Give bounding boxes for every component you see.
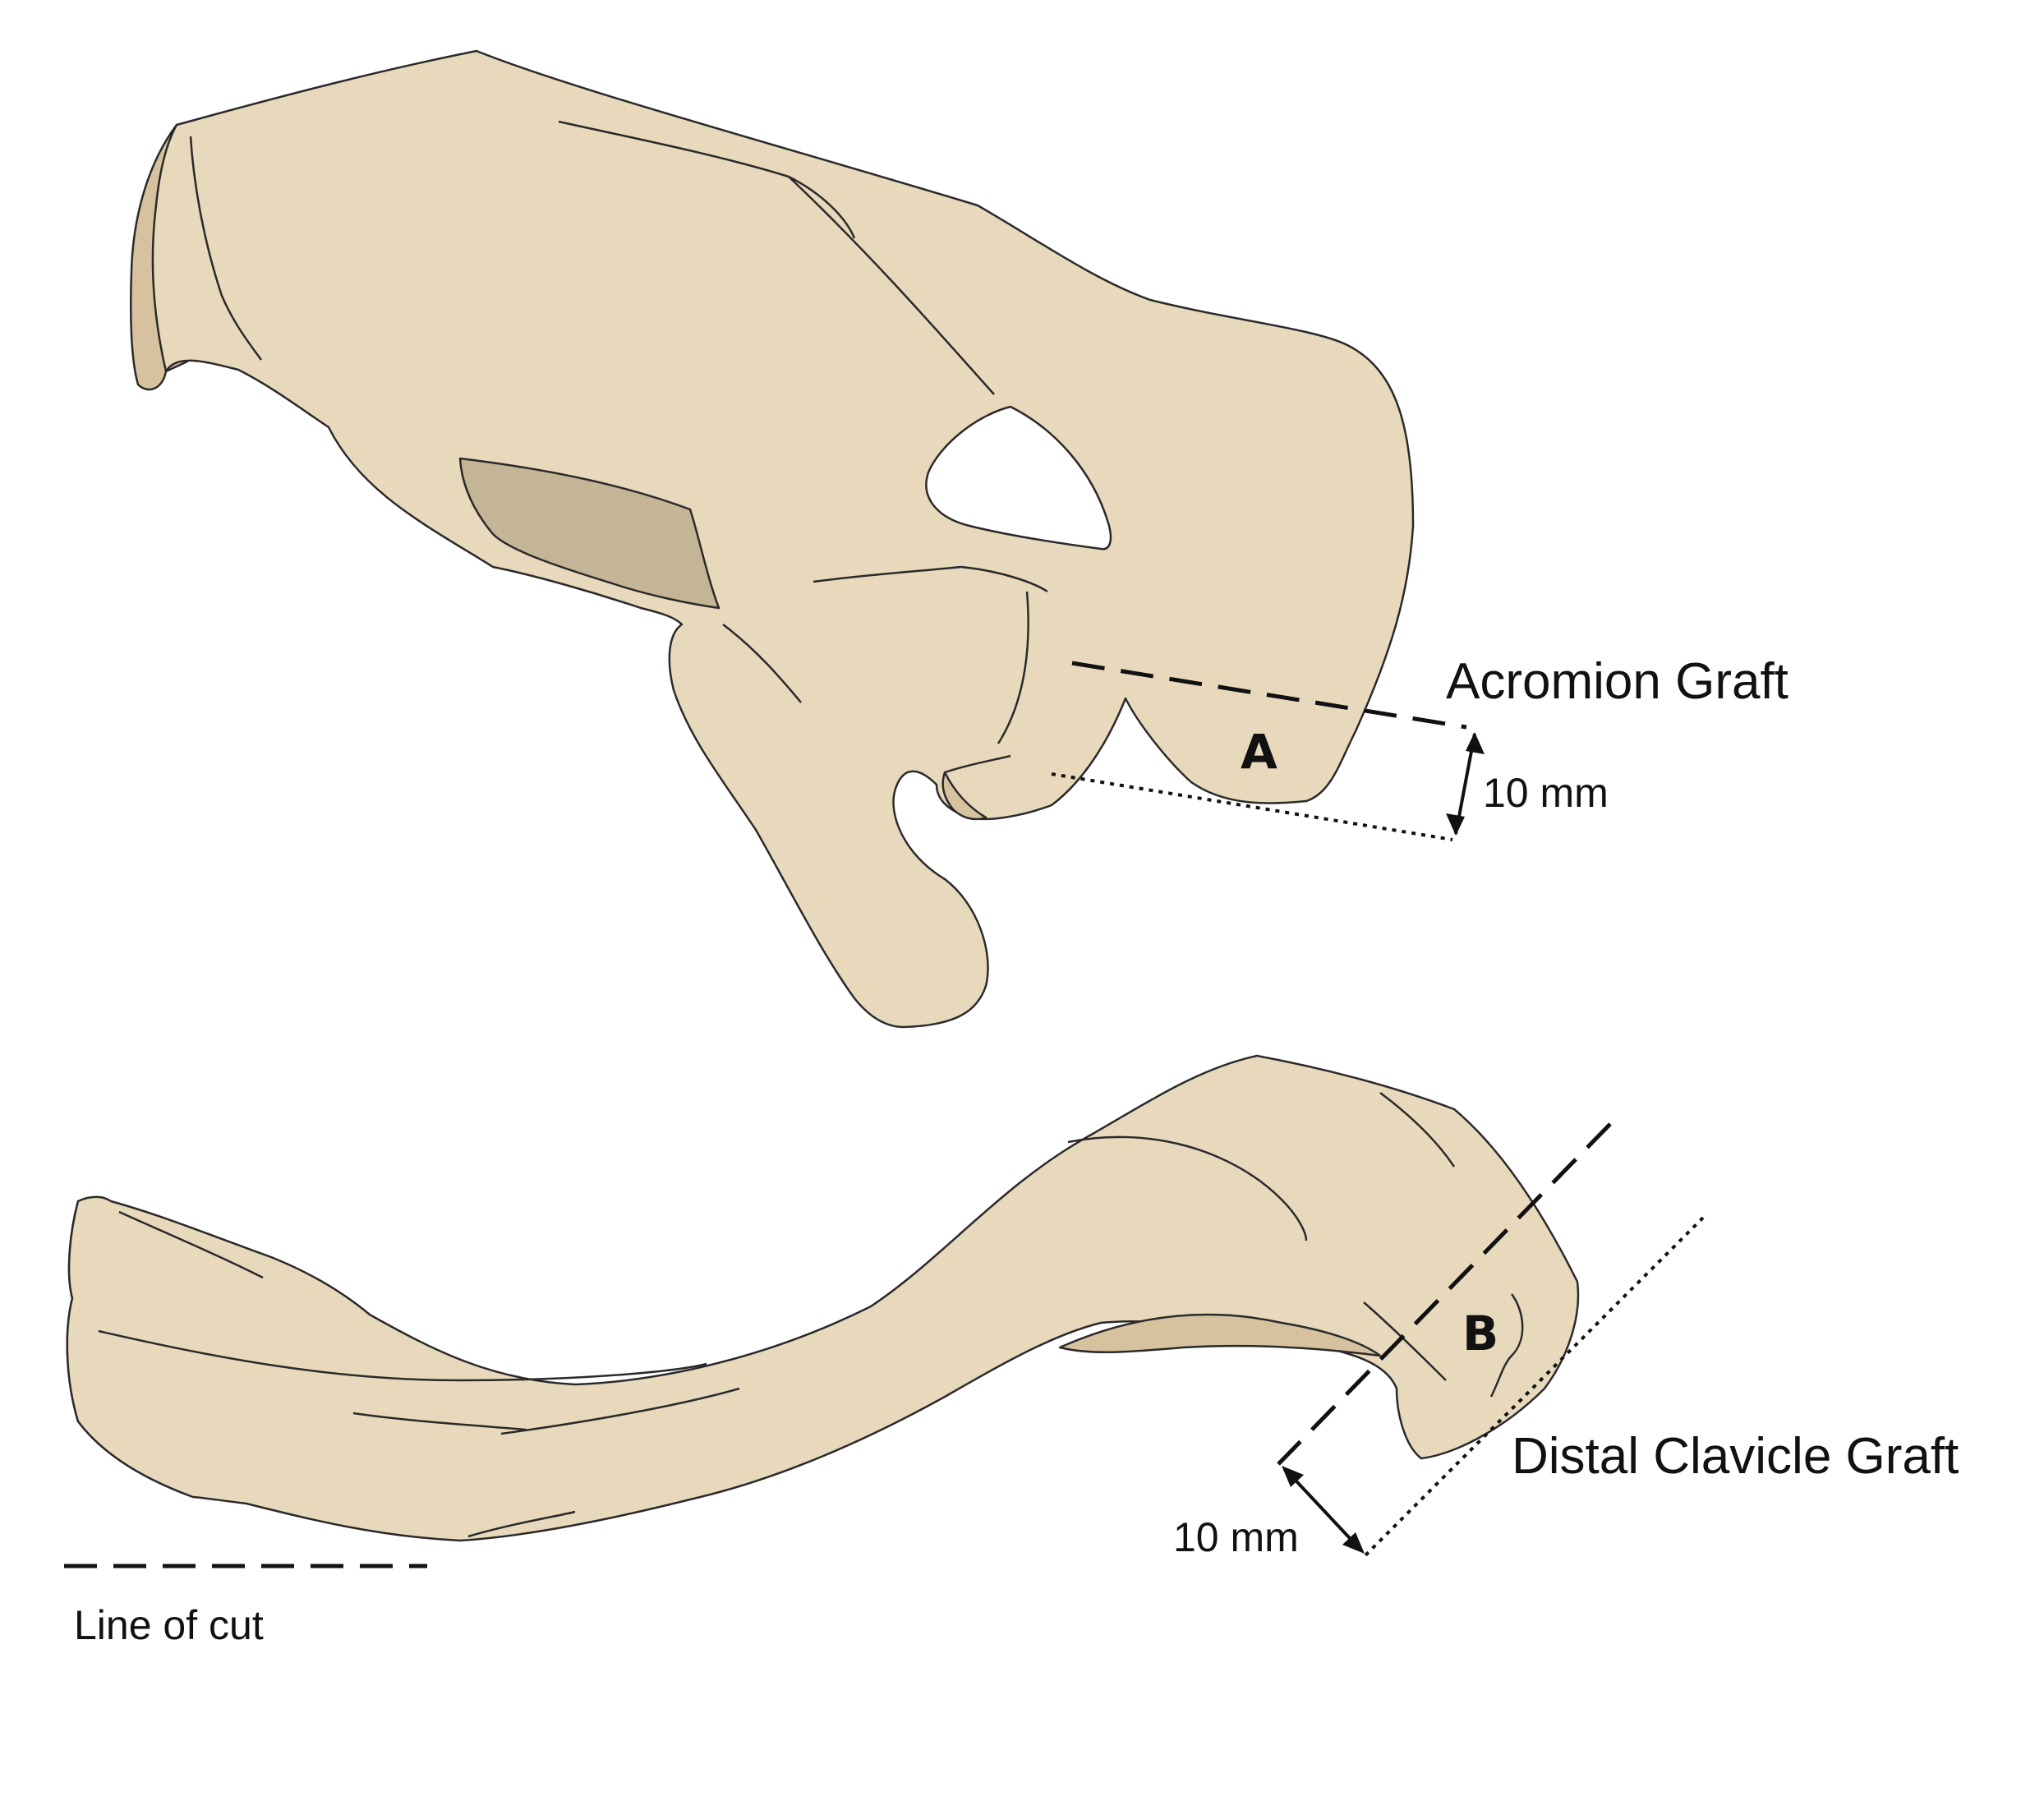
scapula-contour — [189, 136, 263, 361]
scapula-contour — [944, 754, 1011, 774]
scapula-contour — [722, 624, 802, 703]
clavicle-graft-outline — [1489, 1293, 1524, 1398]
clavicle-contour — [98, 1329, 707, 1382]
coracoid-tip — [941, 771, 987, 821]
clavicle-contour — [352, 1412, 527, 1431]
clavicle-measure-label: 10 mm — [1173, 1514, 1299, 1560]
clavicle-contour — [467, 1510, 576, 1538]
arrowhead-icon — [1342, 1532, 1365, 1554]
clavicle-contour — [1363, 1301, 1447, 1381]
clavicle-contour — [500, 1387, 740, 1435]
scapula-contour — [558, 120, 856, 239]
clavicle-graft-label: Distal Clavicle Graft — [1512, 1428, 1959, 1485]
arrowhead-icon — [1466, 732, 1485, 754]
clavicle-cut-line — [1277, 1122, 1612, 1466]
clavicle-annotations — [1277, 1122, 1705, 1559]
scapula-contour — [960, 565, 1048, 593]
arrowhead-icon — [1446, 813, 1465, 836]
clavicle-shaft — [66, 1054, 1580, 1542]
clavicle-contour — [118, 1210, 264, 1279]
scapula-shadow — [458, 457, 720, 610]
scapula-illustration — [130, 49, 1415, 1029]
legend-label: Line of cut — [74, 1602, 264, 1648]
clavicle-shadow — [1058, 1313, 1382, 1357]
clavicle-contour — [1067, 1135, 1308, 1241]
acromion-measure-label: 10 mm — [1483, 770, 1609, 816]
arrowhead-icon — [1282, 1466, 1304, 1487]
scapula-contour — [813, 565, 962, 583]
clavicle-marker: B — [1462, 1306, 1498, 1361]
scapula-contour — [997, 591, 1029, 744]
clavicle-measure-arrow — [1285, 1469, 1361, 1550]
clavicle-illustration — [66, 1054, 1580, 1542]
acromion-cut-line — [1071, 661, 1467, 730]
scapula-body — [151, 49, 1415, 1029]
scapula-contour — [788, 176, 995, 395]
acromion-depth-line — [1051, 772, 1453, 841]
acromion-graft-label: Acromion Graft — [1446, 653, 1788, 710]
acromion-annotations — [1051, 661, 1485, 841]
scapula-notch — [925, 405, 1112, 550]
acromion-marker: A — [1241, 724, 1278, 780]
clavicle-contour — [1379, 1092, 1456, 1168]
clavicle-depth-line — [1362, 1216, 1705, 1559]
